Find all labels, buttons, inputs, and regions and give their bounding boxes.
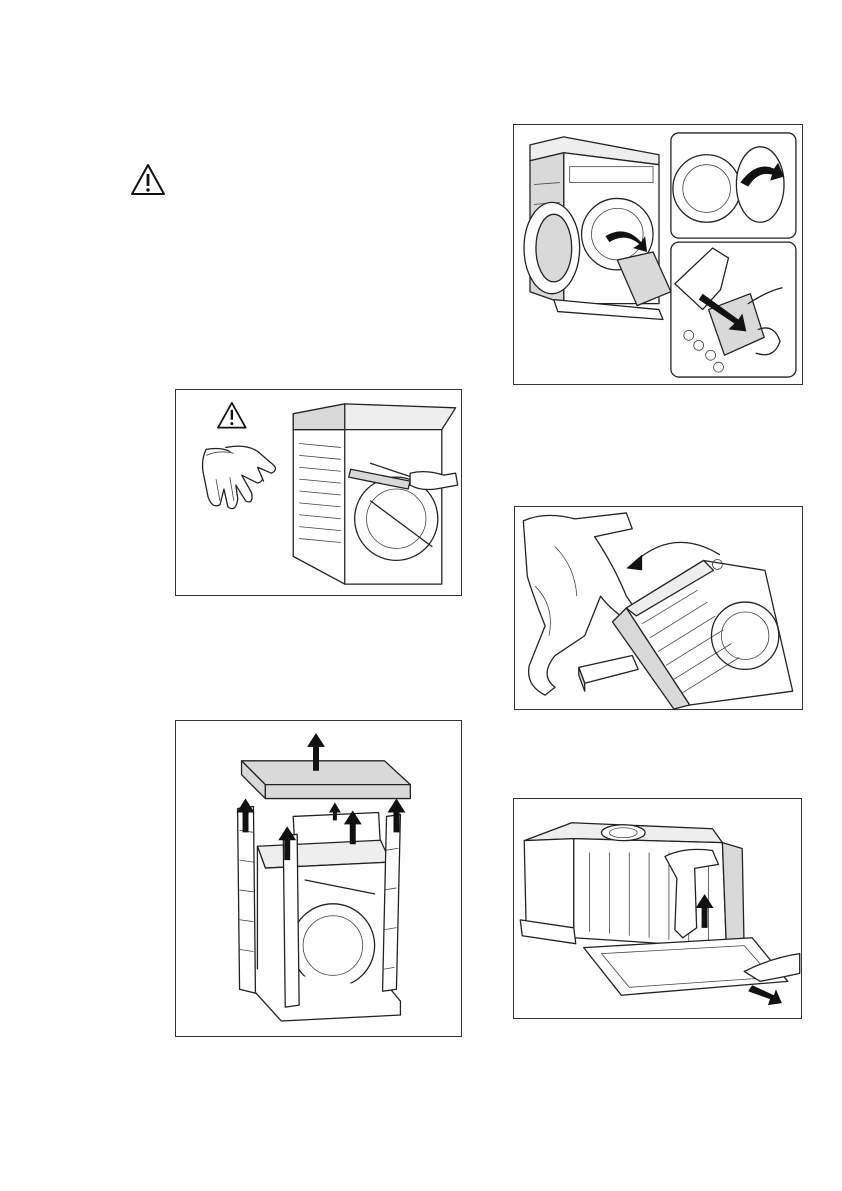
remove-door-bag-illustration <box>514 125 802 384</box>
machine-in-packaging <box>293 404 457 584</box>
pull-arrow-icon <box>748 985 782 1005</box>
figure-remove-door-bag <box>513 124 803 385</box>
remove-base-illustration <box>514 799 801 1018</box>
warning-icon <box>218 403 246 428</box>
figure-remove-packaging <box>175 720 462 1037</box>
figure-tilt-appliance <box>514 506 803 710</box>
warning-icon <box>130 163 166 197</box>
tilt-appliance-illustration <box>515 507 802 709</box>
gloves-icon <box>203 446 276 509</box>
tilt-arrow-icon <box>634 542 719 562</box>
remove-packaging-illustration <box>176 721 461 1036</box>
figure-cut-packaging <box>175 389 462 596</box>
cut-packaging-illustration <box>176 390 461 595</box>
figure-remove-base <box>513 798 802 1019</box>
